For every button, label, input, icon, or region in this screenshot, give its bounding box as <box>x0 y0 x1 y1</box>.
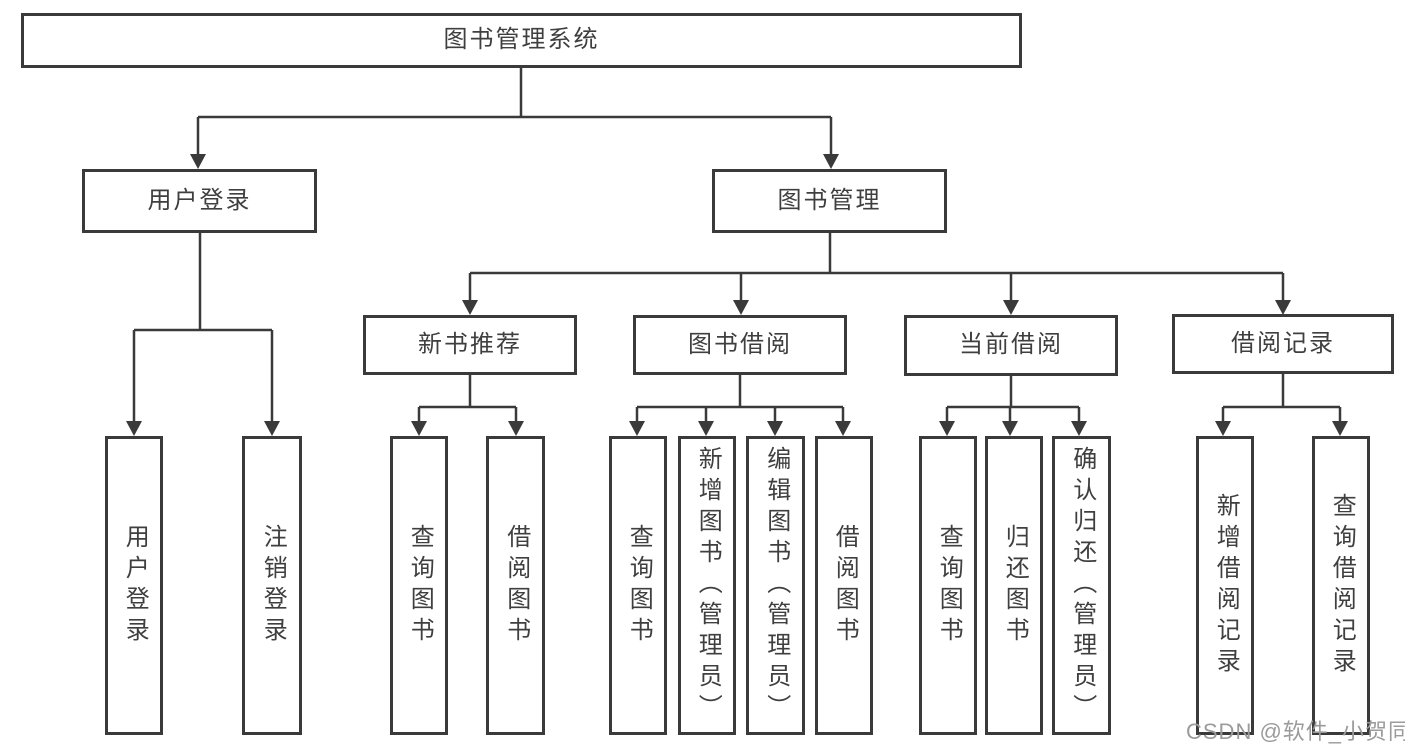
connector-lines <box>132 68 1342 423</box>
leaf-add-borrow-record: 新增借阅记录 <box>1196 436 1254 735</box>
node-current-borrow: 当前借阅 <box>904 315 1118 376</box>
leaf-add-book-admin: 新增图书（管理员） <box>678 436 736 735</box>
node-borrow-records: 借阅记录 <box>1172 314 1394 374</box>
leaf-confirm-return-admin: 确认归还（管理员） <box>1052 436 1111 735</box>
node-new-book-recommend: 新书推荐 <box>363 315 577 375</box>
leaf-edit-book-admin: 编辑图书（管理员） <box>746 436 805 735</box>
leaf-query-borrow-record: 查询借阅记录 <box>1312 436 1370 735</box>
leaf-query-books-1: 查询图书 <box>390 436 448 735</box>
node-book-borrow: 图书借阅 <box>633 315 847 375</box>
watermark-text: CSDN @软件_小贺同学 <box>1186 719 1405 744</box>
node-root-system: 图书管理系统 <box>21 13 1022 68</box>
leaf-borrow-books-2: 借阅图书 <box>815 436 873 735</box>
node-user-login: 用户登录 <box>82 169 317 233</box>
leaf-borrow-books-1: 借阅图书 <box>486 436 545 735</box>
node-book-management: 图书管理 <box>712 169 947 233</box>
leaf-query-books-3: 查询图书 <box>919 436 977 735</box>
leaf-user-login: 用户登录 <box>105 436 163 735</box>
leaf-logout: 注销登录 <box>242 436 302 735</box>
leaf-return-book: 归还图书 <box>985 436 1043 735</box>
leaf-query-books-2: 查询图书 <box>609 436 667 735</box>
